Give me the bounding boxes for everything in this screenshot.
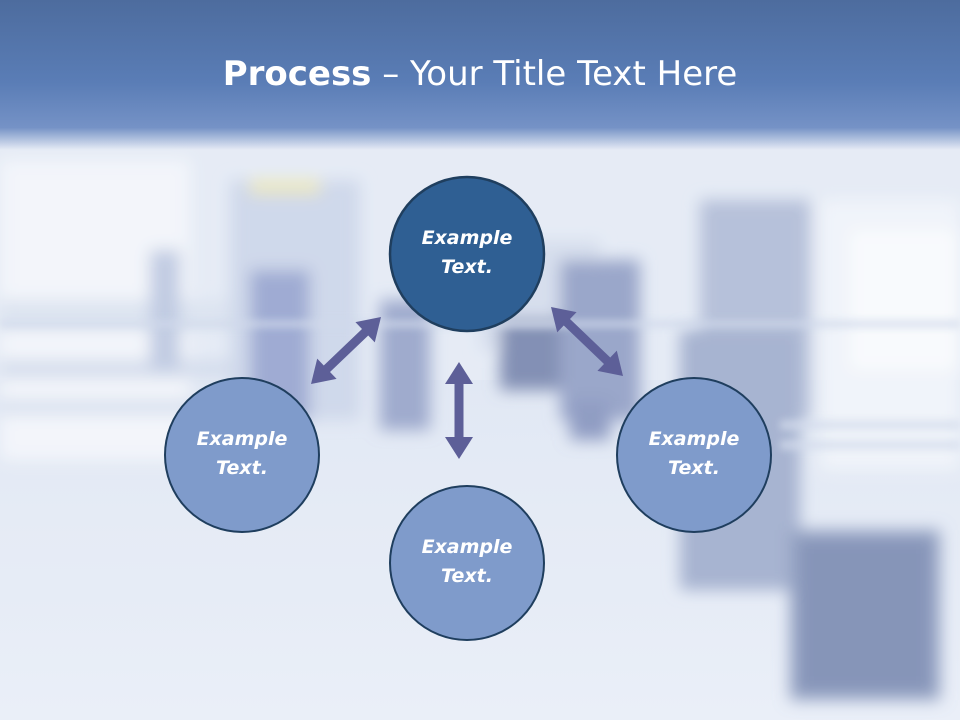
connector-top-left-shaft (322, 327, 370, 374)
process-node-right (616, 377, 772, 533)
connector-top-right-head-end (597, 350, 623, 376)
connector-top-left-head-end (311, 358, 337, 384)
connector-top-left-head-start (355, 317, 381, 343)
connector-top-bottom-head-start (445, 362, 473, 384)
slide-title: Process – Your Title Text Here (0, 52, 960, 96)
process-node-left (164, 377, 320, 533)
connectors (311, 307, 623, 459)
connector-top-bottom-head-end (445, 437, 473, 459)
title-band (0, 0, 960, 150)
process-node-top (388, 175, 546, 333)
connector-top-right-head-start (551, 307, 577, 333)
slide-title-bold: Process (222, 54, 372, 94)
process-nodes (164, 175, 772, 641)
connector-top-right-shaft (562, 317, 612, 366)
slide-title-rest: – Your Title Text Here (371, 54, 738, 94)
process-node-bottom (389, 485, 545, 641)
